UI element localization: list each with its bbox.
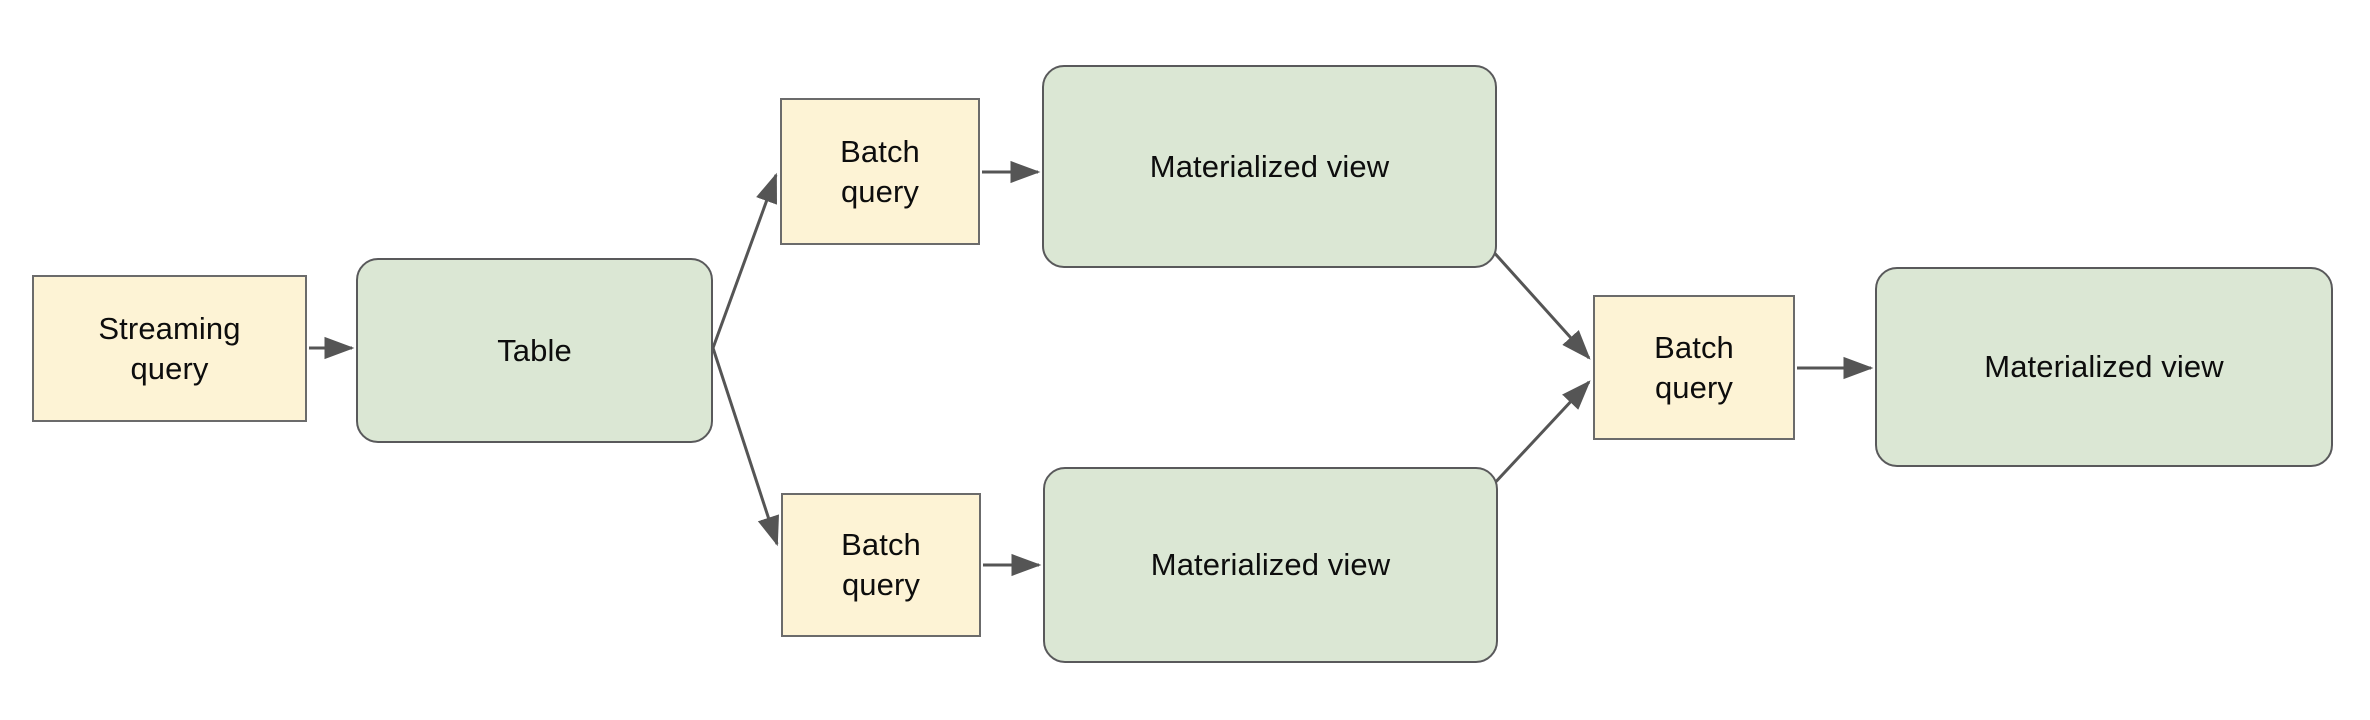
node-table[interactable]: Table — [356, 258, 713, 443]
node-batch-query-center-label: Batch query — [1654, 329, 1734, 405]
node-streaming-query[interactable]: Streaming query — [32, 275, 307, 422]
node-streaming-query-label: Streaming query — [98, 310, 241, 386]
node-batch-query-top-label: Batch query — [840, 133, 920, 209]
node-batch-query-bottom-label: Batch query — [841, 527, 921, 602]
node-materialized-view-right[interactable]: Materialized view — [1875, 267, 2333, 467]
node-materialized-view-top[interactable]: Materialized view — [1042, 65, 1497, 268]
node-batch-query-top[interactable]: Batch query — [780, 98, 980, 245]
node-batch-query-bottom[interactable]: Batch query — [781, 493, 981, 637]
node-materialized-view-top-label: Materialized view — [1149, 148, 1390, 184]
edge-table-to-batch-query-bottom — [711, 347, 779, 547]
node-materialized-view-bottom[interactable]: Materialized view — [1043, 467, 1498, 663]
node-batch-query-center[interactable]: Batch query — [1593, 295, 1795, 440]
node-materialized-view-right-label: Materialized view — [1984, 349, 2224, 385]
edge-table-to-batch-query-top — [711, 172, 778, 349]
edge-materialized-view-bottom-to-batch-query-center — [1489, 380, 1591, 489]
edge-materialized-view-top-to-batch-query-center — [1488, 246, 1591, 360]
node-materialized-view-bottom-label: Materialized view — [1150, 547, 1391, 583]
node-table-label: Table — [497, 332, 572, 368]
